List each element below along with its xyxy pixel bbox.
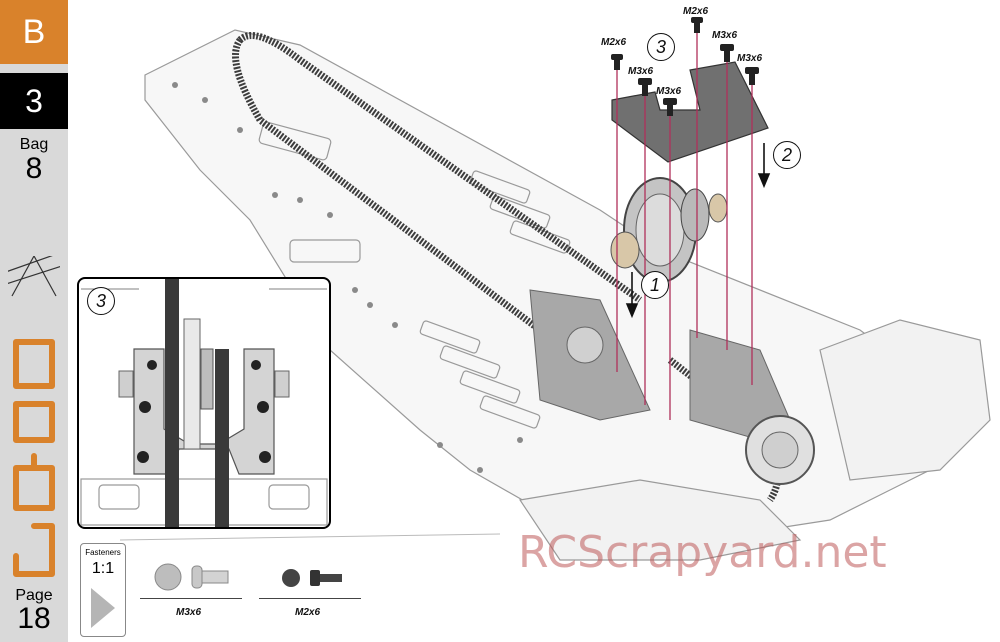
inset-illustration	[80, 279, 328, 527]
screw-label-m3x6-c: M3x6	[628, 66, 654, 77]
socket-head-screw-icon	[282, 569, 342, 587]
inset-step-marker: 3	[87, 287, 115, 315]
play-arrow-icon	[91, 588, 115, 628]
step-marker-1: 1	[641, 271, 669, 299]
sidebar: B 3 Bag 8 Page 18	[0, 0, 68, 642]
screw-label-m3x6-b: M3x6	[737, 53, 763, 64]
screw-label-m2x6-left: M2x6	[601, 37, 627, 48]
screw-label-m3x6-d: M3x6	[656, 86, 682, 97]
fasteners-title: Fasteners	[85, 548, 121, 557]
button-head-screw-icon	[154, 563, 229, 591]
screw-label-m2x6-top: M2x6	[683, 6, 709, 17]
bag-number: 8	[25, 152, 43, 185]
assembly-illustration	[119, 17, 991, 561]
brand-logo	[8, 256, 60, 577]
section-letter: B	[0, 0, 68, 64]
fastener-label-m2x6: M2x6	[295, 607, 321, 618]
step-marker-3: 3	[647, 33, 675, 61]
fasteners-scale: 1:1	[91, 560, 115, 577]
step-marker-2: 2	[773, 141, 801, 169]
step-number: 3	[0, 73, 68, 129]
fastener-label-m3x6: M3x6	[176, 607, 202, 618]
bag-label: Bag	[19, 136, 49, 153]
page-number: 18	[17, 602, 51, 635]
watermark: RCScrapyard.net	[518, 527, 887, 578]
fasteners-legend: Fasteners 1:1	[80, 543, 126, 637]
detail-inset: 3	[77, 277, 331, 529]
page-label: Page	[15, 587, 53, 604]
screw-label-m3x6-a: M3x6	[712, 30, 738, 41]
